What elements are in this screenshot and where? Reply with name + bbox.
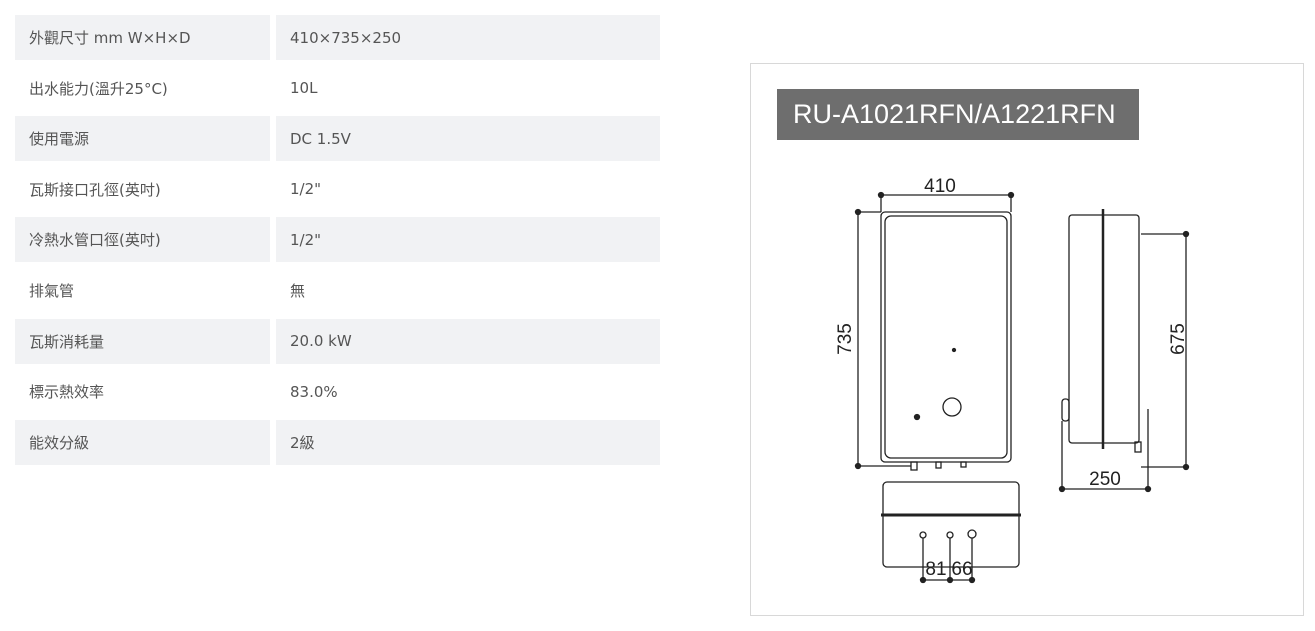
- spec-value: 83.0%: [290, 382, 338, 401]
- dimension-diagram: RU-A1021RFN/A1221RFN 410 735: [750, 63, 1304, 616]
- spec-value: 無: [290, 281, 306, 300]
- spec-label: 能效分級: [15, 419, 270, 465]
- spec-value: 1/2": [290, 180, 322, 199]
- bottom-view: [881, 481, 1021, 584]
- spec-value: 20.0 kW: [276, 318, 660, 364]
- pipe-spacing-1: 81: [925, 559, 946, 580]
- spec-row: 排氣管 無: [15, 268, 660, 313]
- spec-value: 410×735×250: [276, 15, 660, 60]
- pipe-spacing-2: 66: [951, 559, 972, 580]
- width-dimension: 410: [924, 176, 956, 197]
- height-dimension: 735: [835, 323, 856, 355]
- spec-value: 2級: [276, 419, 660, 465]
- spec-row: 標示熱效率 83.0%: [15, 369, 660, 414]
- spec-label: 出水能力(溫升25°C): [29, 79, 168, 98]
- heater-drawing: 410 735 675 250 81 66: [835, 176, 1190, 584]
- spec-value: 1/2": [276, 217, 660, 263]
- side-view: [1058, 209, 1190, 493]
- spec-label: 標示熱效率: [29, 383, 105, 402]
- spec-label: 瓦斯接口孔徑(英吋): [29, 180, 161, 199]
- depth-dimension: 250: [1089, 469, 1121, 490]
- spec-label: 排氣管: [29, 281, 75, 300]
- spec-label: 使用電源: [15, 116, 270, 162]
- spec-row: 冷熱水管口徑(英吋)1/2": [15, 217, 660, 263]
- model-banner: RU-A1021RFN/A1221RFN: [777, 89, 1139, 140]
- spec-label: 外觀尺寸 mm W×H×D: [15, 15, 270, 60]
- spec-value: DC 1.5V: [276, 116, 660, 162]
- spec-label: 冷熱水管口徑(英吋): [15, 217, 270, 263]
- front-view: [854, 191, 1015, 471]
- spec-label: 瓦斯消耗量: [15, 318, 270, 364]
- mount-height-dimension: 675: [1168, 323, 1189, 355]
- spec-row: 出水能力(溫升25°C) 10L: [15, 66, 660, 111]
- spec-row: 瓦斯接口孔徑(英吋) 1/2": [15, 167, 660, 212]
- spec-value: 10L: [290, 79, 318, 98]
